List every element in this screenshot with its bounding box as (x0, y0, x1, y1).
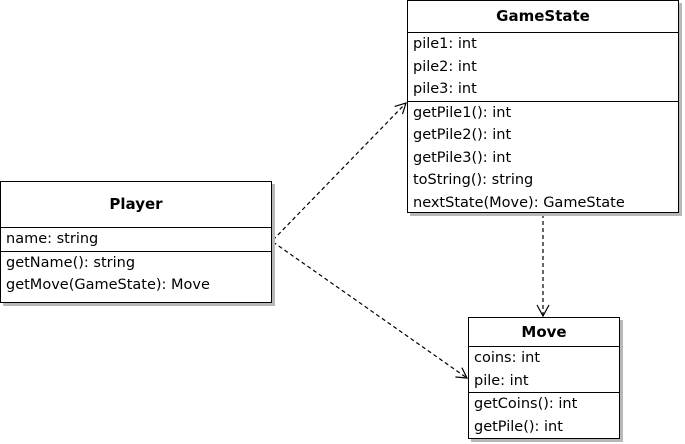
class-box-player[interactable]: Player name: string getName(): string ge… (0, 181, 272, 303)
method: toString(): string (413, 172, 534, 188)
attributes-section: pile1: int pile2: int pile3: int (408, 33, 678, 102)
method: getMove(GameState): Move (6, 277, 210, 293)
class-name: Player (1, 182, 271, 228)
attributes-section: coins: int pile: int (469, 347, 619, 393)
attribute: name: string (6, 231, 99, 247)
method: getPile2(): int (413, 127, 512, 143)
method: getPile(): int (474, 418, 563, 435)
methods-section: getName(): string getMove(GameState): Mo… (1, 252, 271, 297)
arrowhead-gamestate-move (536, 304, 550, 318)
class-name: GameState (408, 1, 678, 33)
arrowhead-player-gamestate (394, 102, 407, 115)
attribute: coins: int (474, 350, 541, 366)
attribute: pile3: int (413, 81, 477, 97)
method: nextState(Move): GameState (413, 194, 625, 211)
method: getCoins(): int (474, 396, 578, 412)
edge-player-move (272, 241, 468, 379)
class-box-gamestate[interactable]: GameState pile1: int pile2: int pile3: i… (407, 0, 679, 213)
methods-section: getPile1(): int getPile2(): int getPile3… (408, 102, 678, 215)
method: getPile3(): int (413, 149, 512, 166)
edge-player-gamestate (272, 102, 407, 241)
attribute: pile: int (474, 372, 529, 389)
attribute: pile1: int (413, 36, 477, 52)
method: getName(): string (6, 254, 136, 271)
class-name: Move (469, 318, 619, 347)
method: getPile1(): int (413, 104, 512, 121)
arrowhead-player-move (455, 367, 469, 379)
attribute: pile2: int (413, 58, 477, 75)
attributes-section: name: string (1, 228, 271, 252)
methods-section: getCoins(): int getPile(): int (469, 393, 619, 438)
class-box-move[interactable]: Move coins: int pile: int getCoins(): in… (468, 317, 620, 439)
